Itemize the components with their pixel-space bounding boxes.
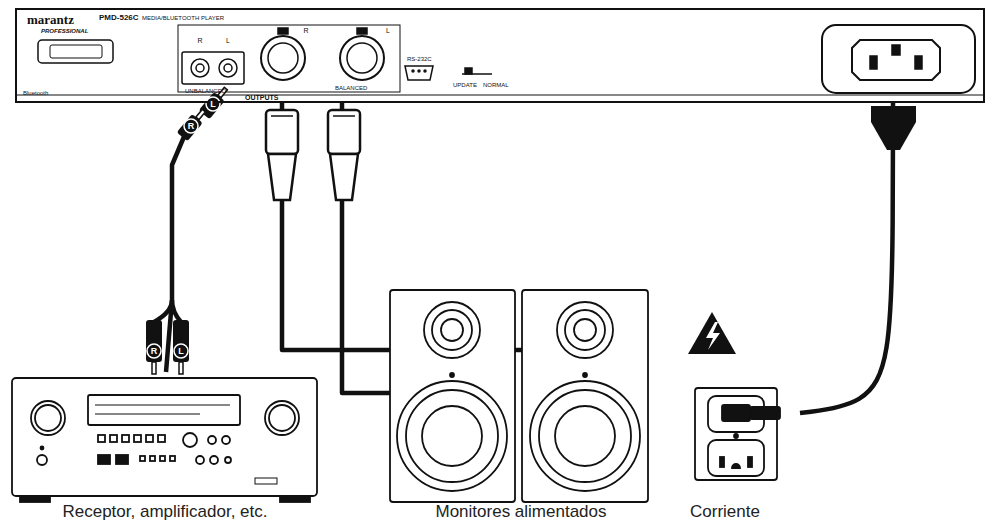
speaker-illustration <box>390 290 648 502</box>
caption: Monitores alimentados <box>435 503 606 522</box>
rca-plug <box>177 106 210 141</box>
port-label: RS-232C <box>407 56 432 63</box>
receiver-illustration <box>12 378 317 502</box>
rca-plug <box>146 320 189 374</box>
model-description: MEDIA/BLUETOOTH PLAYER <box>142 15 224 22</box>
power-plug <box>871 106 916 150</box>
jack-label: L <box>386 27 390 34</box>
port-label: UNBALANCED <box>185 88 226 95</box>
switch-label: NORMAL <box>483 82 509 89</box>
xlr-plug <box>266 110 360 200</box>
cable-split <box>154 300 181 322</box>
speaker-pair: Monitores alimentados <box>390 288 652 524</box>
device-panel-art <box>17 25 983 95</box>
caption: Receptor, amplificador, etc. <box>62 503 267 522</box>
channel-marker-label: L <box>210 100 216 109</box>
channel-marker-label: L <box>178 347 184 356</box>
caption: Corriente <box>690 503 760 522</box>
port-label: BALANCED <box>335 85 367 92</box>
brand-name: marantz <box>27 13 74 27</box>
receiver-box: Receptor, amplificador, etc. <box>8 372 322 524</box>
model-name: PMD-526C <box>99 14 139 23</box>
cable <box>166 103 210 372</box>
jack-label: L <box>226 37 230 44</box>
jack-label: R <box>197 37 202 44</box>
port-label: Bluetooth <box>23 90 48 97</box>
channel-marker <box>184 119 198 133</box>
cable <box>800 103 893 413</box>
section-label: OUTPUTS <box>245 94 278 102</box>
warning-symbol <box>688 312 736 354</box>
channel-marker-label: R <box>188 122 195 131</box>
channel-marker-label: R <box>151 347 158 356</box>
player-rear-panel: marantzPROFESSIONAL PMD-526CMEDIA/BLUETOO… <box>15 8 985 103</box>
wall-outlet <box>695 388 780 480</box>
jack-label: R <box>303 27 308 34</box>
switch-label: UPDATE <box>453 82 477 89</box>
brand-sub: PROFESSIONAL <box>41 28 88 35</box>
channel-marker <box>206 97 220 111</box>
power-outlet: Corriente <box>680 385 800 524</box>
